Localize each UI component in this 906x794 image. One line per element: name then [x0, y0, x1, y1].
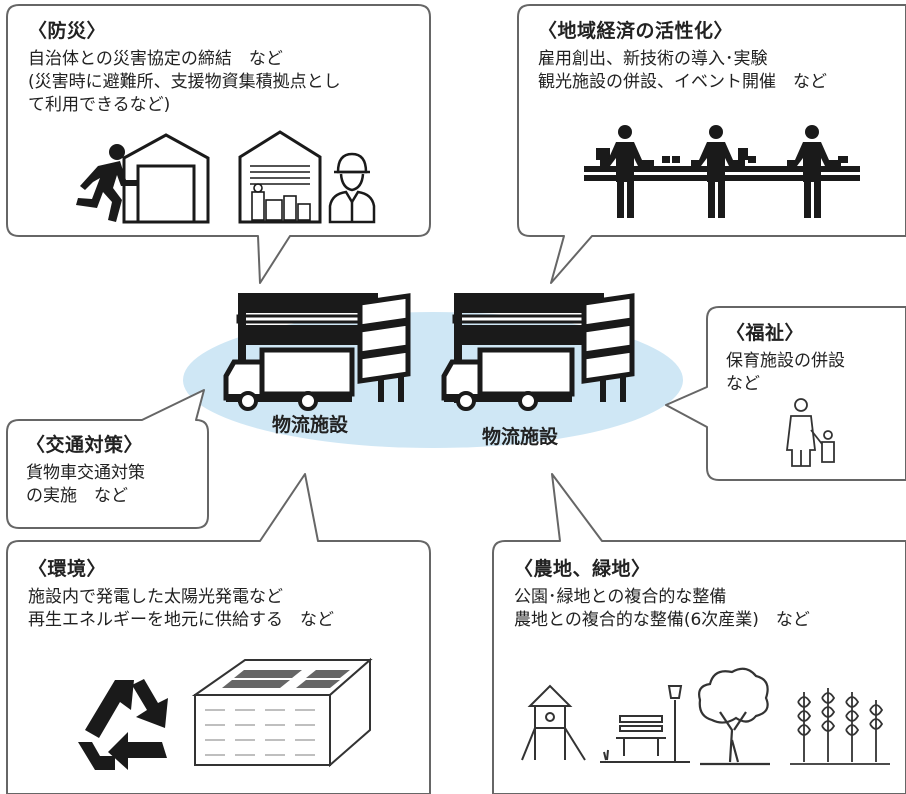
- facility-label-1: 物流施設: [272, 414, 349, 436]
- recycle-icon: [78, 679, 168, 770]
- supply-warehouse-icon: [238, 130, 322, 224]
- solar-building-icon: [191, 657, 373, 768]
- economy-title: 〈地域経済の活性化〉: [538, 20, 734, 42]
- farmland-callout: [492, 473, 906, 794]
- tree-icon: [698, 667, 770, 766]
- environment-line-1: 施設内で発電した太陽光発電など: [28, 587, 283, 607]
- welfare-line-1: 保育施設の併設: [726, 351, 845, 371]
- farmland-box: 〈農地、緑地〉 公園･緑地との複合的な整備 農地との複合的な整備(6次産業) な…: [500, 548, 904, 640]
- welfare-title: 〈福祉〉: [726, 322, 805, 344]
- logistics-facility-icon: [441, 293, 635, 411]
- environment-title: 〈環境〉: [28, 558, 107, 580]
- traffic-box: 〈交通対策〉 貨物車交通対策 の実施 など: [12, 424, 204, 516]
- welfare-callout: [665, 306, 906, 481]
- center-ellipse: [183, 312, 683, 448]
- parent-child-icon: [785, 398, 835, 467]
- farmland-line-1: 公園･緑地との複合的な整備: [514, 587, 727, 607]
- traffic-callout: [6, 389, 209, 529]
- farmland-line-2: 農地との複合的な整備(6次産業) など: [514, 610, 810, 630]
- disaster-box: 〈防災〉 自治体との災害協定の締結 など (災害時に避難所、支援物資集積拠点とし…: [14, 10, 424, 125]
- environment-line-2: 再生エネルギーを地元に供給する など: [28, 610, 334, 630]
- worker-helmet-icon: [328, 152, 376, 224]
- farmland-title: 〈農地、緑地〉: [514, 558, 651, 580]
- wheat-field-icon: [790, 688, 890, 765]
- traffic-line-1: 貨物車交通対策: [26, 463, 145, 483]
- welfare-line-2: など: [726, 374, 760, 394]
- traffic-line-2: の実施 など: [26, 486, 128, 506]
- traffic-title: 〈交通対策〉: [26, 434, 144, 456]
- economy-line-1: 雇用創出、新技術の導入･実験: [538, 49, 768, 69]
- bench-lamp-icon: [600, 685, 690, 763]
- economy-box: 〈地域経済の活性化〉 雇用創出、新技術の導入･実験 観光施設の併設、イベント開催…: [524, 10, 904, 102]
- disaster-title: 〈防災〉: [28, 20, 107, 42]
- economy-line-2: 観光施設の併設、イベント開催 など: [538, 72, 827, 92]
- warehouse-icon: [122, 133, 210, 224]
- logistics-facility-icon: [223, 293, 411, 411]
- facility-label-2: 物流施設: [482, 426, 559, 448]
- welfare-box: 〈福祉〉 保育施設の併設 など: [712, 312, 902, 404]
- disaster-line-1: 自治体との災害協定の締結 など: [28, 49, 283, 69]
- conveyor-workers-icon: [584, 125, 860, 218]
- disaster-line-2: (災害時に避難所、支援物資集積拠点とし: [28, 72, 341, 92]
- disaster-line-3: て利用できるなど): [28, 95, 171, 115]
- playground-slide-icon: [521, 684, 586, 761]
- environment-box: 〈環境〉 施設内で発電した太陽光発電など 再生エネルギーを地元に供給する など: [14, 548, 426, 640]
